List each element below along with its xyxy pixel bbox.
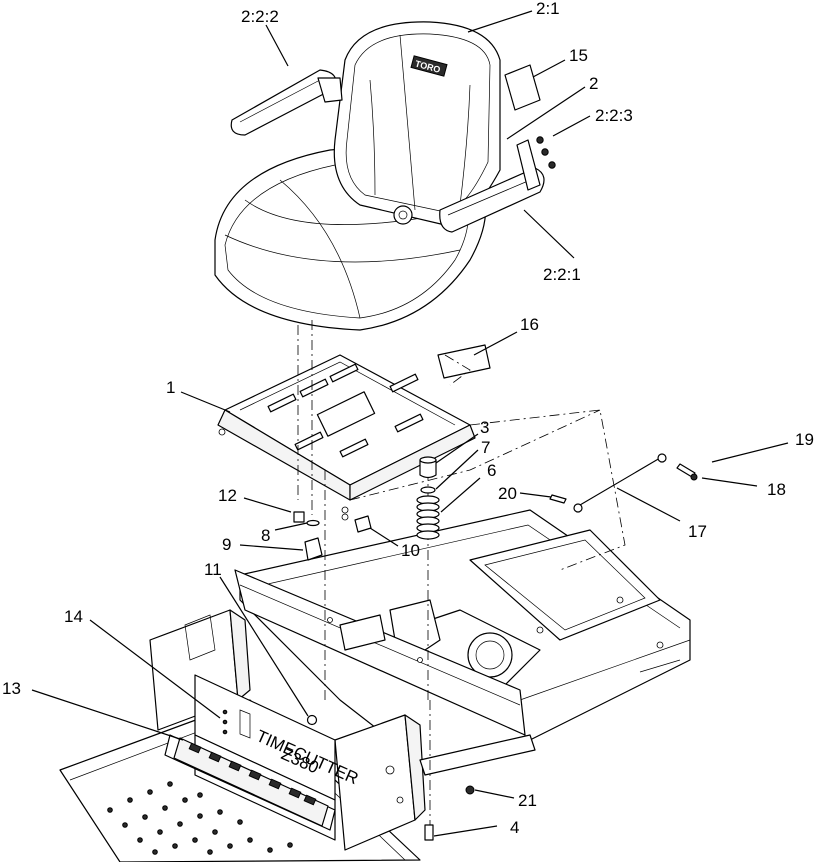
- leader-2-2-3: [552, 115, 591, 137]
- callout-20: 20: [498, 484, 517, 503]
- leader-15: [532, 59, 566, 78]
- callout-13: 13: [2, 679, 21, 698]
- callout-18: 18: [767, 480, 786, 499]
- leader-7: [435, 449, 479, 490]
- callout-7: 7: [481, 438, 490, 457]
- leader-8: [274, 522, 308, 531]
- callout-10: 10: [401, 541, 420, 560]
- alignment-lines: [297, 320, 626, 840]
- callout-15: 15: [569, 46, 588, 65]
- leader-20: [519, 492, 552, 498]
- callout-4: 4: [510, 818, 519, 837]
- leader-12: [243, 497, 292, 513]
- callout-labels: 2:2:2 2:1 15 2 2:2:3 2:2:1 16 1 3 7 6 19…: [2, 0, 814, 837]
- callout-2-1: 2:1: [536, 0, 560, 18]
- leader-3: [435, 433, 479, 464]
- leader-lines: [31, 10, 789, 837]
- leader-10: [369, 527, 399, 547]
- seat-plate-slots: [267, 363, 424, 458]
- seat-emblem: [410, 55, 448, 77]
- callout-2: 2: [589, 74, 598, 93]
- leader-2-2-1: [523, 209, 575, 259]
- hardware: [293, 453, 698, 841]
- control-panel: TIMECUTTER Z380: [164, 674, 361, 841]
- leader-11: [219, 576, 309, 717]
- floor-pan-holes: [107, 781, 293, 855]
- leader-16: [473, 331, 518, 356]
- callout-6: 6: [487, 461, 496, 480]
- callout-3: 3: [480, 418, 489, 437]
- tractor-frame: [59, 509, 691, 862]
- decal-symbols: [188, 742, 317, 806]
- leader-2-1: [467, 10, 533, 33]
- leader-4: [433, 825, 498, 837]
- leader-18: [701, 477, 758, 487]
- callout-8: 8: [261, 526, 270, 545]
- callout-1: 1: [166, 378, 175, 397]
- leader-17: [616, 487, 681, 522]
- callout-2-2-2: 2:2:2: [241, 7, 279, 26]
- callout-17: 17: [688, 522, 707, 541]
- leader-9: [239, 544, 304, 551]
- leader-1: [180, 391, 231, 413]
- callout-11: 11: [204, 560, 222, 579]
- leader-14: [89, 619, 221, 719]
- leader-2-2-2: [265, 24, 289, 67]
- callout-14: 14: [64, 607, 83, 626]
- callout-2-2-1: 2:2:1: [543, 265, 581, 284]
- leader-19: [711, 442, 789, 463]
- leader-13: [31, 689, 184, 741]
- callout-12: 12: [218, 486, 237, 505]
- seat-assembly: TORO: [214, 21, 556, 331]
- callout-2-2-3: 2:2:3: [595, 106, 633, 125]
- callout-21: 21: [518, 791, 537, 810]
- spring: [416, 495, 440, 540]
- leader-6: [440, 477, 481, 513]
- leader-21: [474, 789, 515, 799]
- callout-9: 9: [222, 535, 231, 554]
- leader-2: [506, 86, 586, 140]
- callout-19: 19: [795, 430, 814, 449]
- callout-16: 16: [520, 315, 539, 334]
